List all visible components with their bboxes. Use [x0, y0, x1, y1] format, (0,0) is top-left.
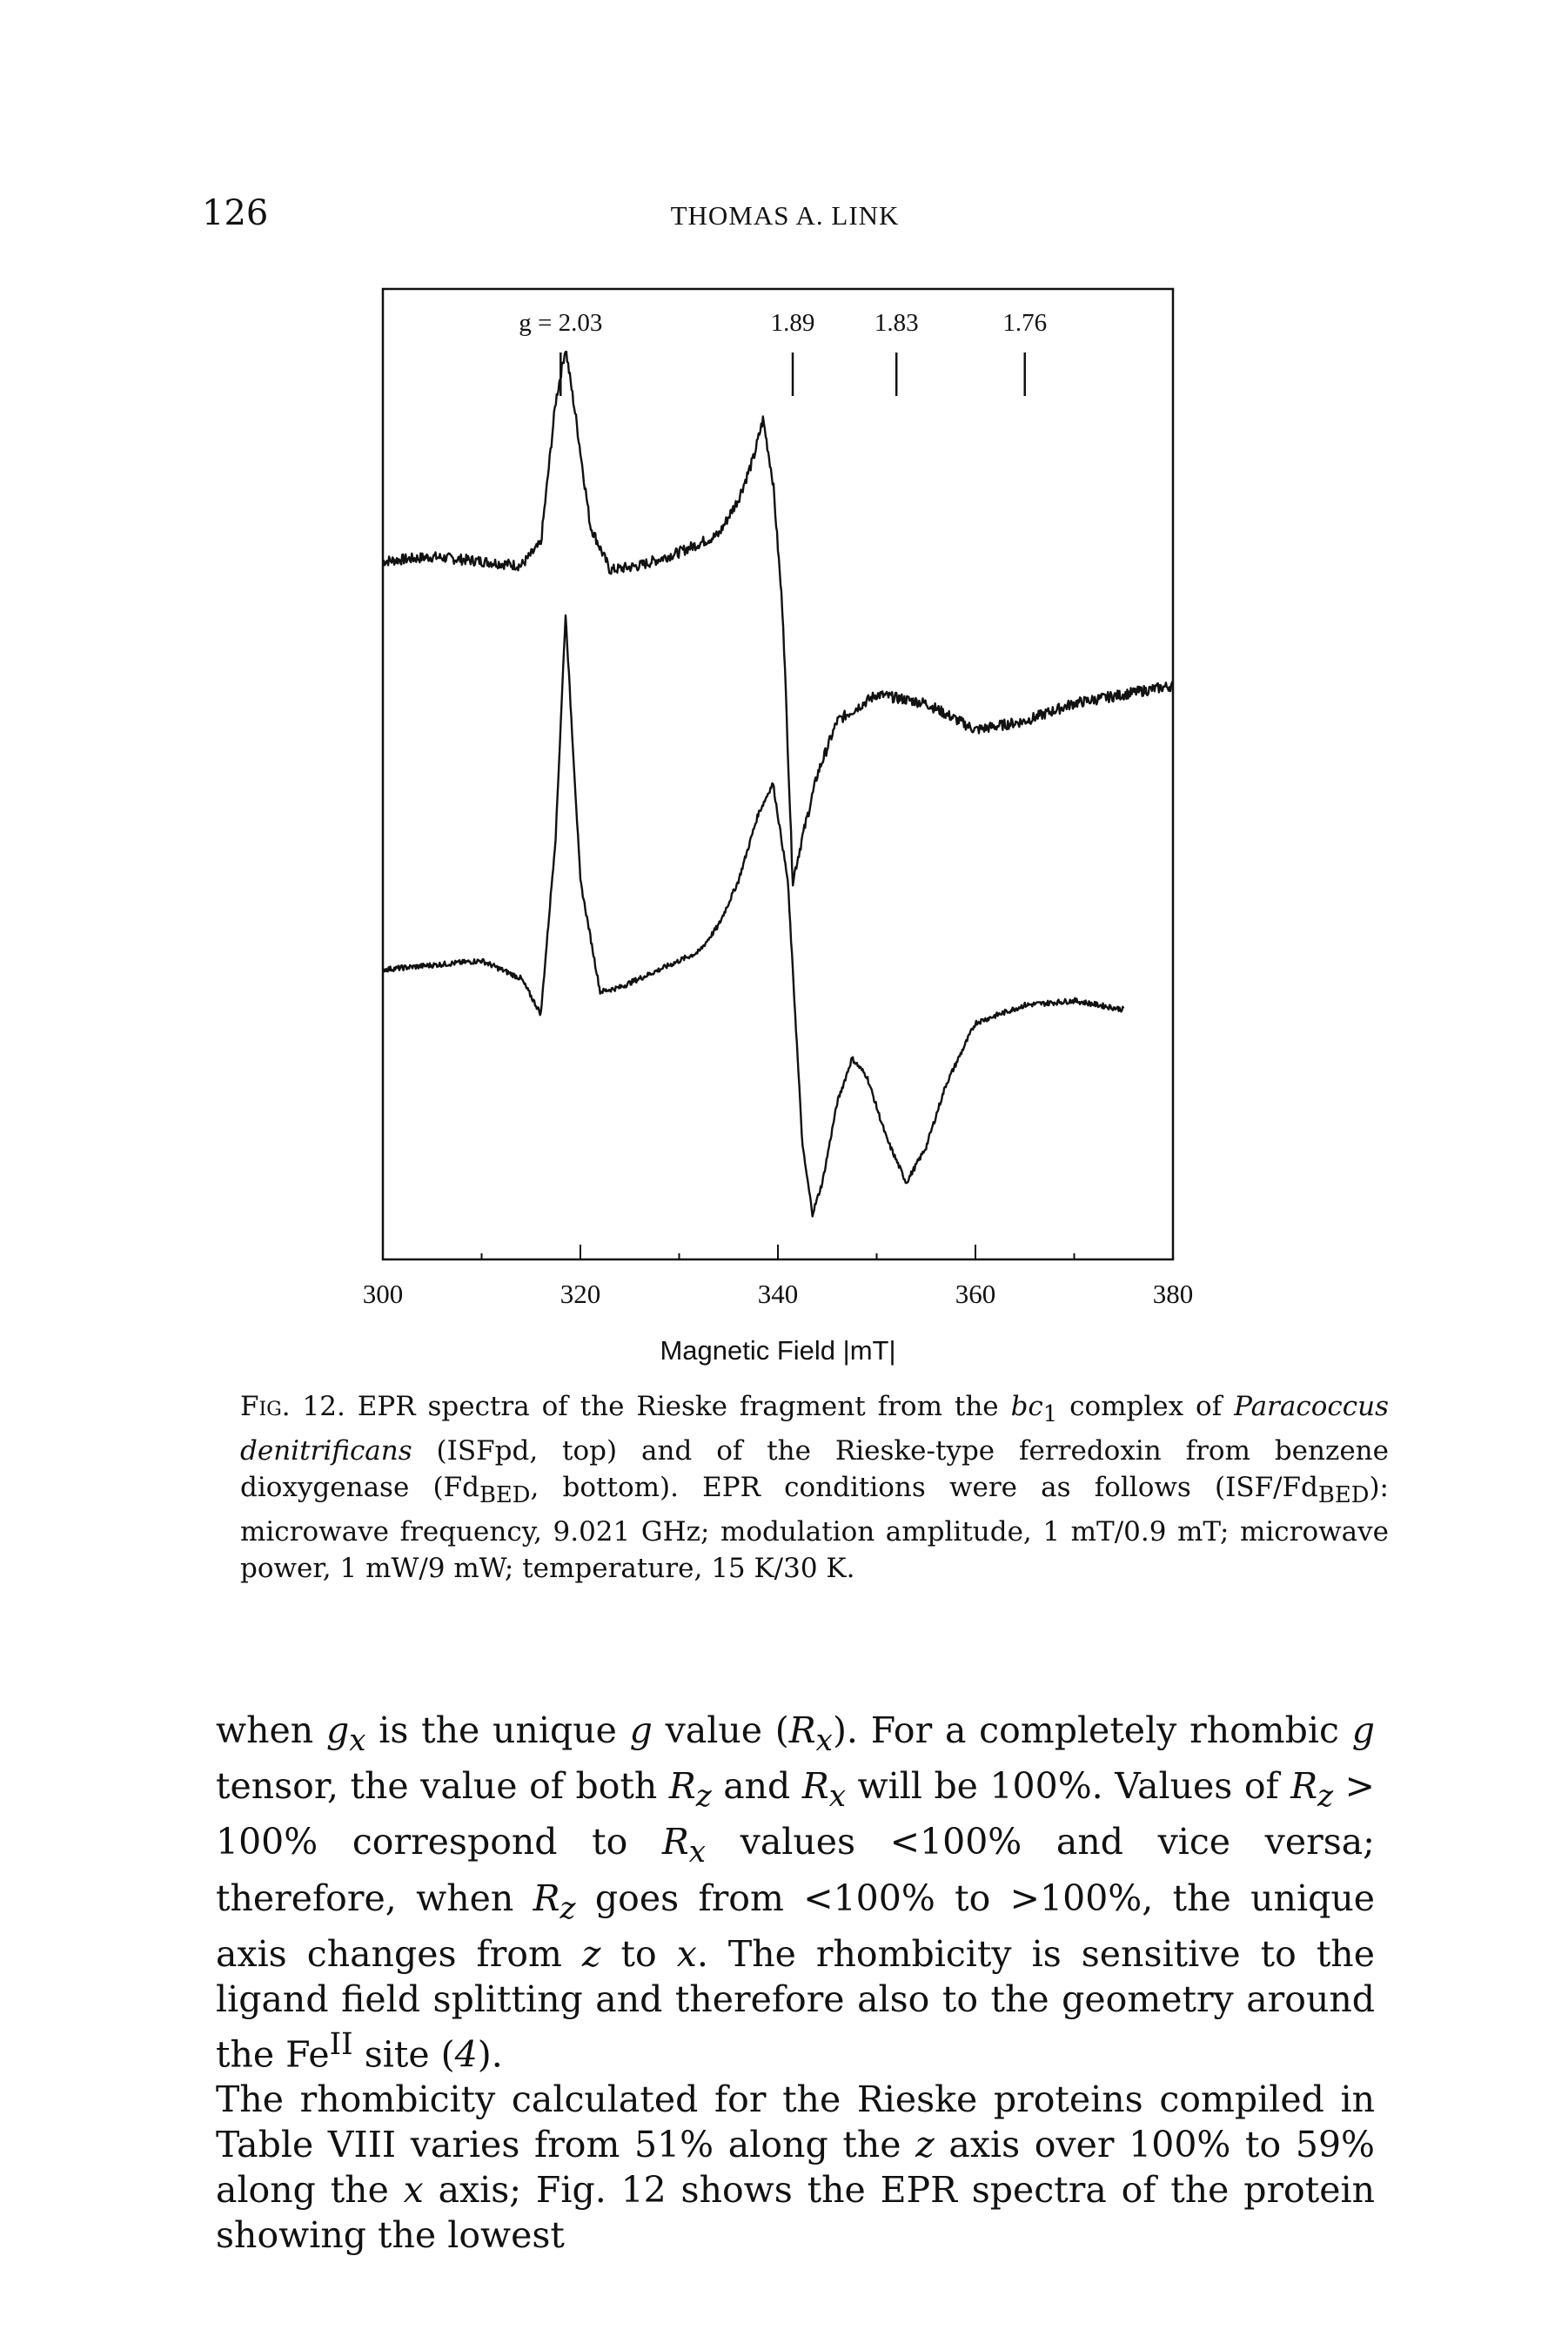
figure-caption: Fig. 12. EPR spectra of the Rieske fragm… — [240, 1391, 1389, 1585]
epr-figure: g = 2.03 1.89 1.83 1.76 300 320 340 360 380 Mag… — [331, 279, 1253, 1401]
body-text: when gx is the unique g value (Rx). For … — [216, 1708, 1375, 2258]
paragraph-1: when gx is the unique g value (Rx). For … — [216, 1709, 1375, 2076]
figure-label: Fig. 12. — [240, 1391, 345, 1422]
g-marker-label: 1.76 — [1002, 309, 1047, 337]
running-head: THOMAS A. LINK — [670, 200, 900, 231]
page-number: 126 — [202, 193, 269, 233]
x-tick-label: 380 — [1153, 1279, 1194, 1309]
plot-frame — [381, 287, 1175, 1261]
x-tick-label: 300 — [363, 1279, 404, 1309]
isfpd-spectrum-line — [382, 350, 1174, 887]
paragraph-2: The rhombicity calculated for the Rieske… — [216, 2078, 1375, 2257]
x-tick-label: 320 — [560, 1279, 601, 1309]
epr-spectrum-chart: g = 2.03 1.89 1.83 1.76 300 320 340 360 380 Mag… — [363, 287, 1194, 1366]
g-marker-label: g = 2.03 — [519, 309, 602, 337]
fdbed-spectrum-line — [381, 614, 1125, 1218]
x-tick-label: 360 — [955, 1279, 996, 1309]
g-marker-label: 1.83 — [874, 309, 919, 337]
x-tick-label: 340 — [758, 1279, 799, 1309]
species-name: Paracoccus denitrificans — [240, 1391, 1389, 1467]
g-marker-label: 1.89 — [771, 309, 815, 337]
x-axis-label: Magnetic Field |mT| — [660, 1335, 895, 1366]
page-header: 126 THOMAS A. LINK — [202, 193, 1368, 245]
